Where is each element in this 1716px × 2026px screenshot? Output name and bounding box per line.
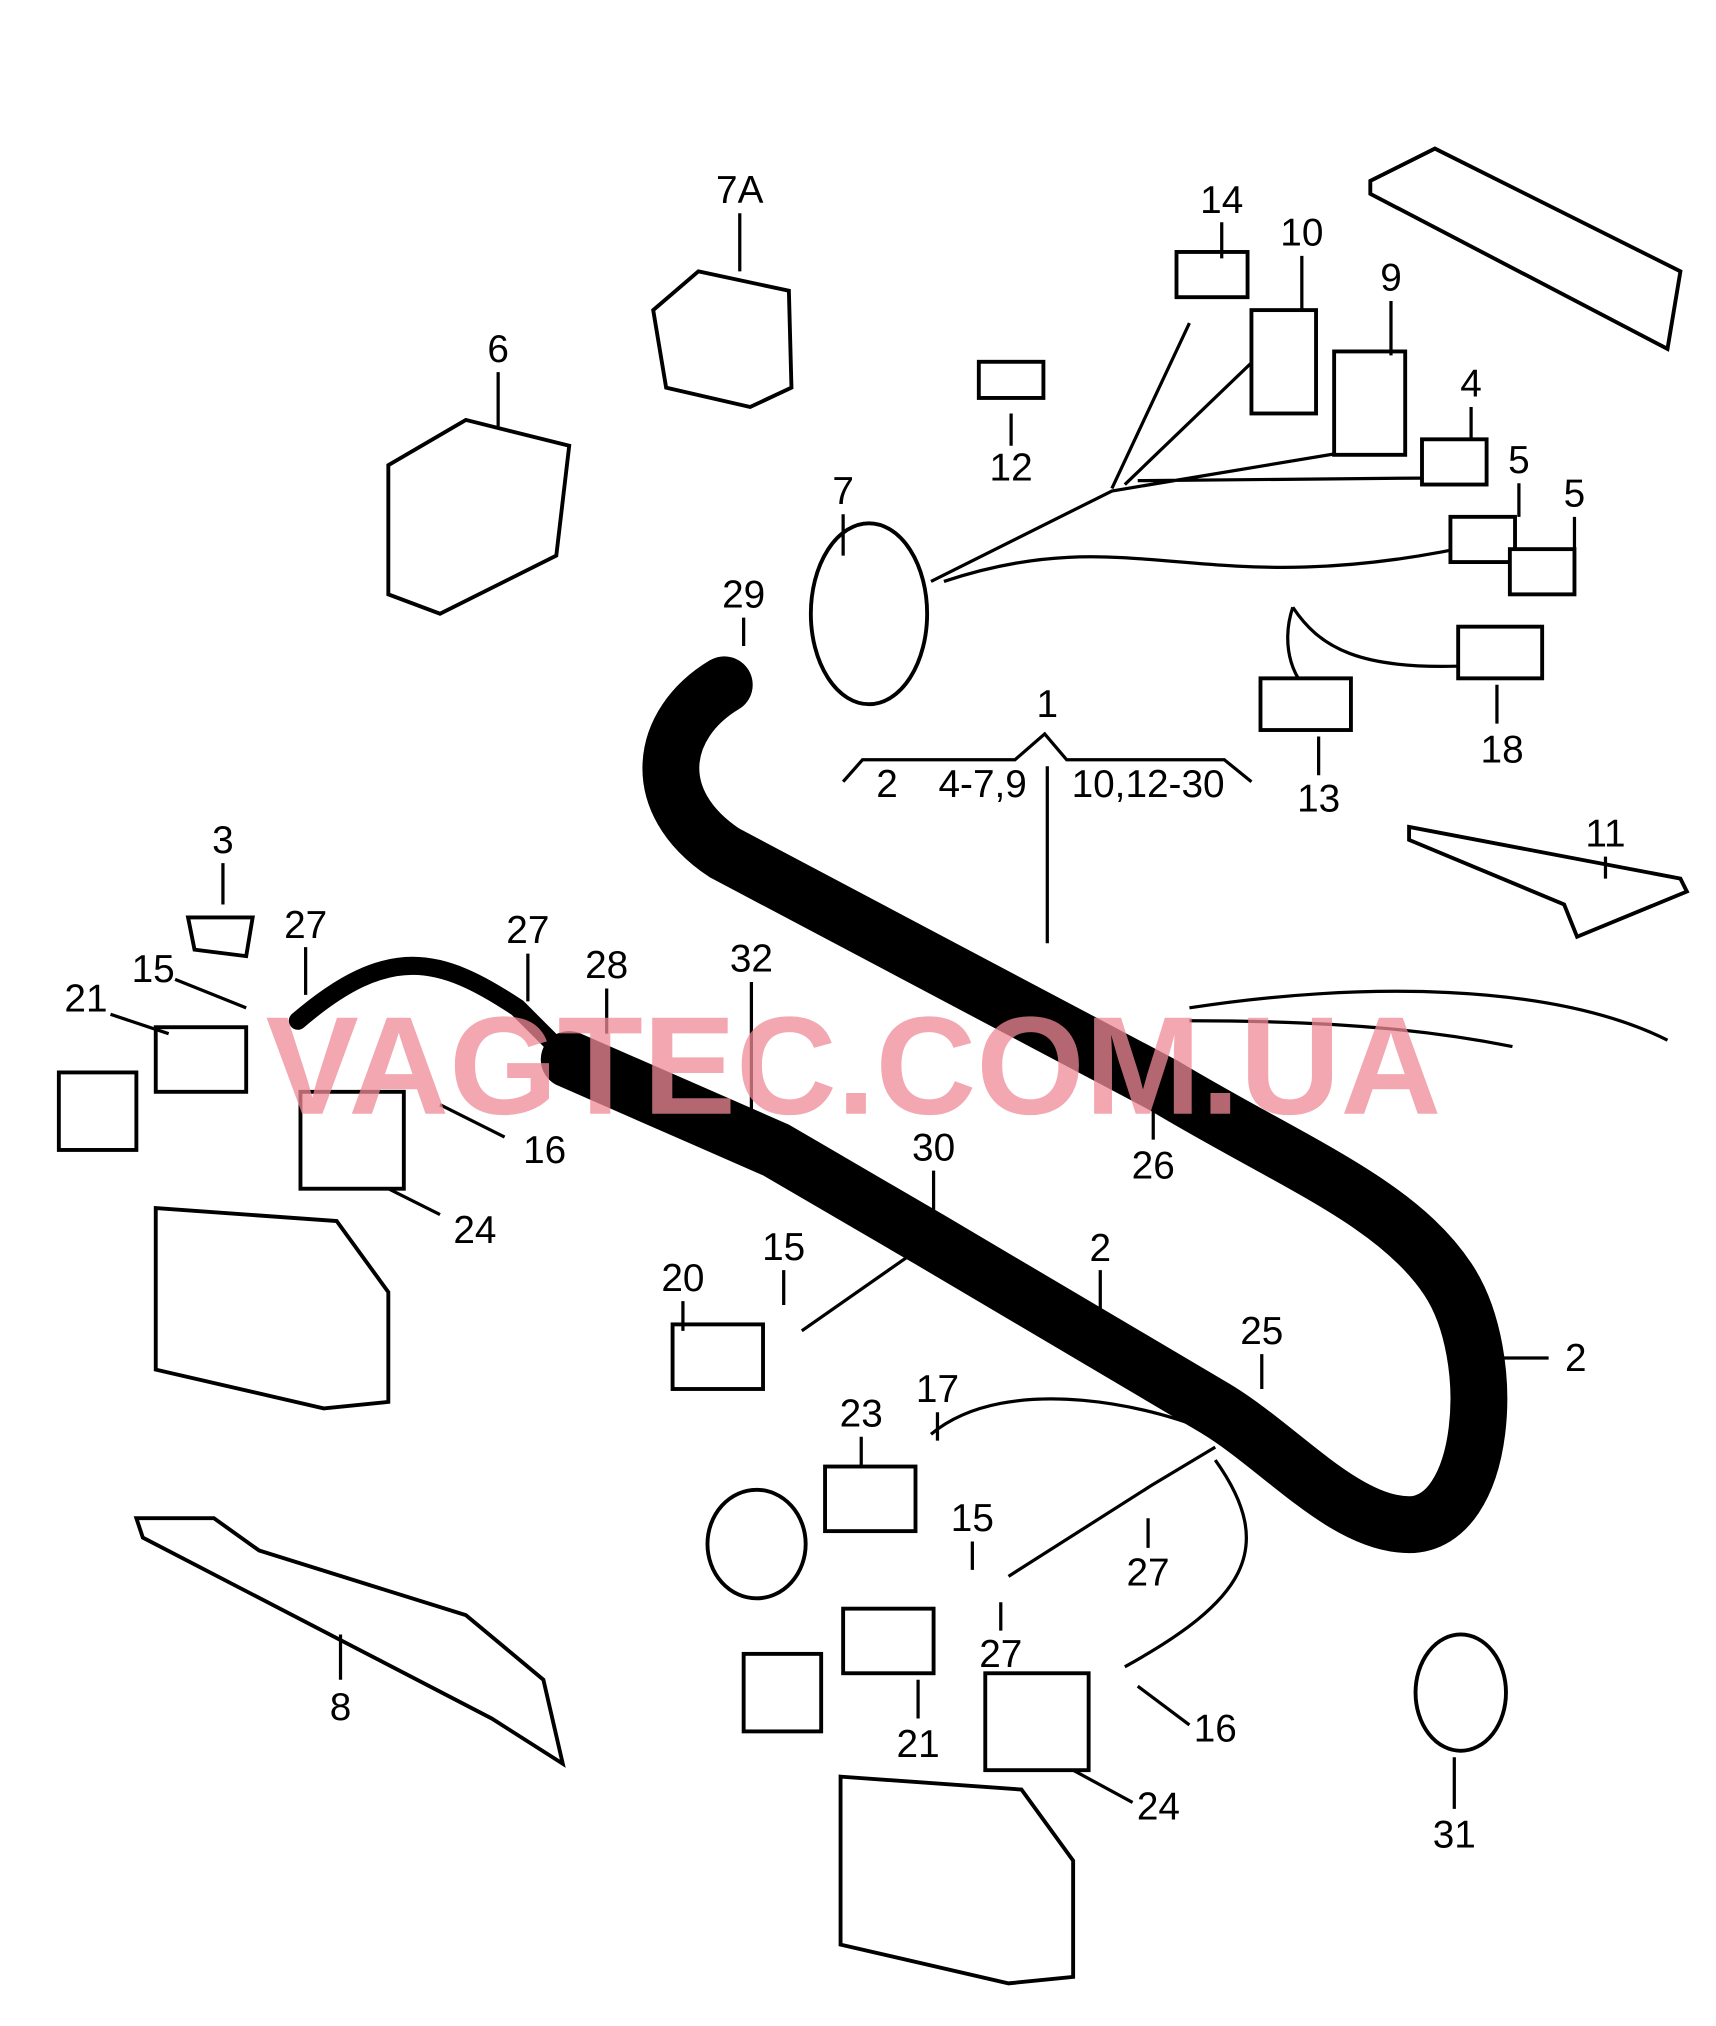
bracket-label-right: 10,12-30 xyxy=(1072,763,1225,806)
connector-12 xyxy=(976,359,1046,400)
callout: 15 xyxy=(951,1497,994,1540)
callout: 16 xyxy=(523,1129,566,1172)
grommet-b xyxy=(705,1487,808,1601)
callout: 26 xyxy=(1132,1144,1175,1187)
connector-24b xyxy=(983,1671,1091,1773)
callout: 31 xyxy=(1433,1814,1476,1857)
bracket-8 xyxy=(133,1516,566,1768)
harness-tube xyxy=(288,321,1669,1669)
callout: 27 xyxy=(1127,1551,1170,1594)
connector-4 xyxy=(1420,437,1489,487)
callout: 7A xyxy=(716,169,764,212)
callout: 20 xyxy=(661,1257,704,1300)
callout: 5 xyxy=(1508,439,1530,482)
grommet xyxy=(808,521,930,707)
connector-21b xyxy=(841,1606,936,1676)
callout: 24 xyxy=(1137,1785,1180,1828)
callout: 27 xyxy=(979,1633,1022,1676)
switch-b xyxy=(741,1651,824,1734)
callout: 14 xyxy=(1200,179,1243,222)
watermark: VAGTEC.COM.UA xyxy=(266,988,1442,1144)
connector-14 xyxy=(1174,250,1250,300)
callout: 4 xyxy=(1460,363,1482,406)
assembly-bracket: 1 2 4-7,9 10,12-30 xyxy=(841,683,1253,944)
callout: 16 xyxy=(1194,1708,1237,1751)
connector-housing-7a xyxy=(651,269,794,410)
callout: 23 xyxy=(840,1392,883,1435)
fog-lamp-b xyxy=(838,1774,1076,1986)
connector-10 xyxy=(1249,308,1318,416)
bracket-label-main: 1 xyxy=(1037,683,1059,726)
callout-labels: 7A 6 14 10 9 4 12 5 5 7 29 18 13 11 3 27… xyxy=(64,169,1625,1857)
clip-3 xyxy=(185,915,255,959)
callout: 11 xyxy=(1585,812,1625,855)
callout: 13 xyxy=(1297,777,1340,820)
callout: 15 xyxy=(132,948,175,991)
callout: 2 xyxy=(1565,1337,1587,1380)
bracket-11 xyxy=(1407,824,1690,940)
callout: 3 xyxy=(212,819,234,862)
callout: 24 xyxy=(453,1209,496,1252)
connector-18 xyxy=(1456,624,1545,681)
callout: 17 xyxy=(916,1368,959,1411)
callout: 21 xyxy=(64,978,107,1021)
callout: 15 xyxy=(762,1226,805,1269)
callout: 12 xyxy=(990,447,1033,490)
callout: 28 xyxy=(585,944,628,987)
connector-20 xyxy=(670,1322,765,1391)
callout: 27 xyxy=(284,904,327,947)
bracket-label-2: 2 xyxy=(876,763,898,806)
connector-24a xyxy=(298,1089,406,1191)
connector-21a xyxy=(153,1025,249,1094)
bracket-label-left: 4-7,9 xyxy=(939,763,1027,806)
relay-plate xyxy=(1368,146,1683,352)
connector-5a xyxy=(1448,514,1517,564)
callout: 6 xyxy=(487,328,509,371)
callout: 29 xyxy=(722,573,765,616)
leader-lines xyxy=(110,213,1608,1809)
connector-housing-6 xyxy=(386,417,572,616)
cable-tie-31 xyxy=(1413,1632,1508,1753)
connector-9 xyxy=(1332,349,1408,457)
fog-lamp-a xyxy=(153,1206,391,1411)
parts xyxy=(56,146,1690,1986)
callout: 21 xyxy=(897,1723,940,1766)
callout: 30 xyxy=(912,1126,955,1169)
callout: 18 xyxy=(1481,728,1524,771)
callout: 5 xyxy=(1564,472,1586,515)
callout: 32 xyxy=(730,938,773,981)
callout: 8 xyxy=(330,1686,352,1729)
connector-13 xyxy=(1258,676,1353,732)
connector-23 xyxy=(823,1464,918,1534)
callout: 10 xyxy=(1280,211,1323,254)
switch-a xyxy=(56,1070,139,1152)
callout: 7 xyxy=(832,470,854,513)
callout: 25 xyxy=(1240,1310,1283,1353)
callout: 9 xyxy=(1380,257,1402,300)
connector-5b xyxy=(1507,547,1577,597)
callout: 27 xyxy=(506,909,549,952)
callout: 2 xyxy=(1089,1227,1111,1270)
